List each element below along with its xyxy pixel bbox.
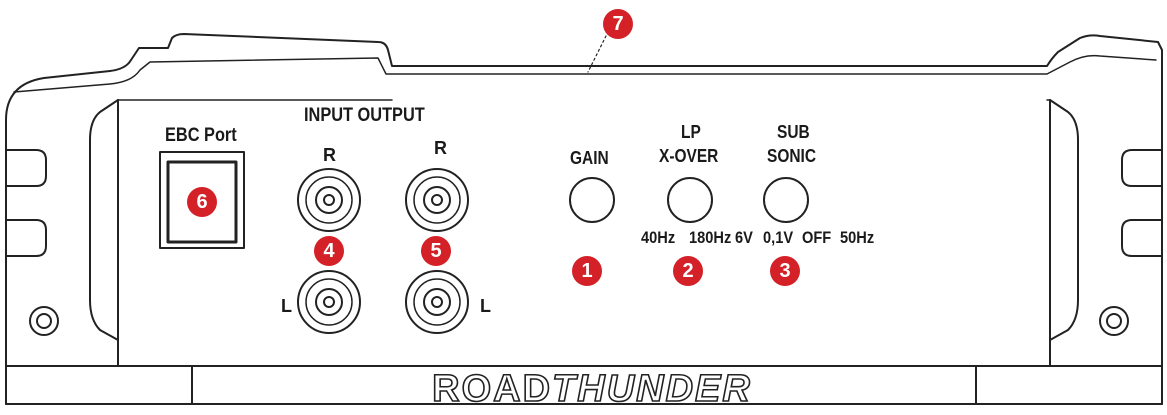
callout-3-subsonic: 3 xyxy=(770,256,800,286)
gain-label: GAIN xyxy=(570,148,609,168)
callout-4-input: 4 xyxy=(314,236,344,266)
left-screw-outer xyxy=(29,306,59,336)
input-output-label: INPUT OUTPUT xyxy=(304,105,425,126)
right-side-edge xyxy=(1049,99,1079,341)
left-side-edge xyxy=(89,99,119,341)
callout-6-ebc-port: 6 xyxy=(187,187,217,217)
sub-min-label: 0,1V xyxy=(763,228,794,247)
rca-output-left-jack xyxy=(405,270,469,334)
callout-5-output: 5 xyxy=(421,236,451,266)
rca-output-right-jack xyxy=(405,168,469,232)
output-r-label: R xyxy=(434,138,447,158)
logo-thunder: THUNDER xyxy=(551,368,752,410)
sub-label: SUB xyxy=(777,122,810,142)
callout-7-heatsink: 7 xyxy=(603,9,633,39)
callout-1-gain: 1 xyxy=(572,256,602,286)
logo-road: ROAD xyxy=(431,368,553,410)
x-over-label: X-OVER xyxy=(659,146,719,166)
xover-min-label: 40Hz xyxy=(641,228,676,247)
ebc-port-frame xyxy=(159,151,245,249)
right-screw-inner xyxy=(1106,313,1122,329)
subsonic-knob xyxy=(763,177,809,223)
output-l-label: L xyxy=(480,296,491,316)
input-l-label: L xyxy=(281,296,292,316)
left-screw-inner xyxy=(36,313,52,329)
ebc-port-socket xyxy=(166,160,238,244)
lp-label: LP xyxy=(681,122,701,142)
lp-xover-knob xyxy=(667,177,713,223)
input-r-label: R xyxy=(323,145,336,165)
ebc-port-label: EBC Port xyxy=(165,125,237,146)
sub-off-label: OFF xyxy=(802,228,832,247)
gain-knob xyxy=(569,177,615,223)
right-fin-2 xyxy=(1121,219,1163,257)
inner-panel xyxy=(117,99,1051,367)
sonic-label: SONIC xyxy=(767,146,817,166)
housing-top-bevel xyxy=(13,54,1157,93)
heatsink-leader-line xyxy=(587,35,607,73)
right-screw-outer xyxy=(1099,306,1129,336)
sub-max-label: 50Hz xyxy=(840,228,875,247)
road-thunder-logo: ROADTHUNDER xyxy=(367,368,817,410)
callout-2-lp-xover: 2 xyxy=(673,256,703,286)
sub-volt-label: 6V xyxy=(735,228,753,247)
rca-input-right-jack xyxy=(297,168,361,232)
left-fin-1 xyxy=(5,149,47,187)
housing-outline xyxy=(5,33,1163,405)
xover-max-label: 180Hz xyxy=(689,228,732,247)
left-fin-2 xyxy=(5,219,47,257)
right-fin-1 xyxy=(1121,149,1163,187)
rca-input-left-jack xyxy=(297,270,361,334)
